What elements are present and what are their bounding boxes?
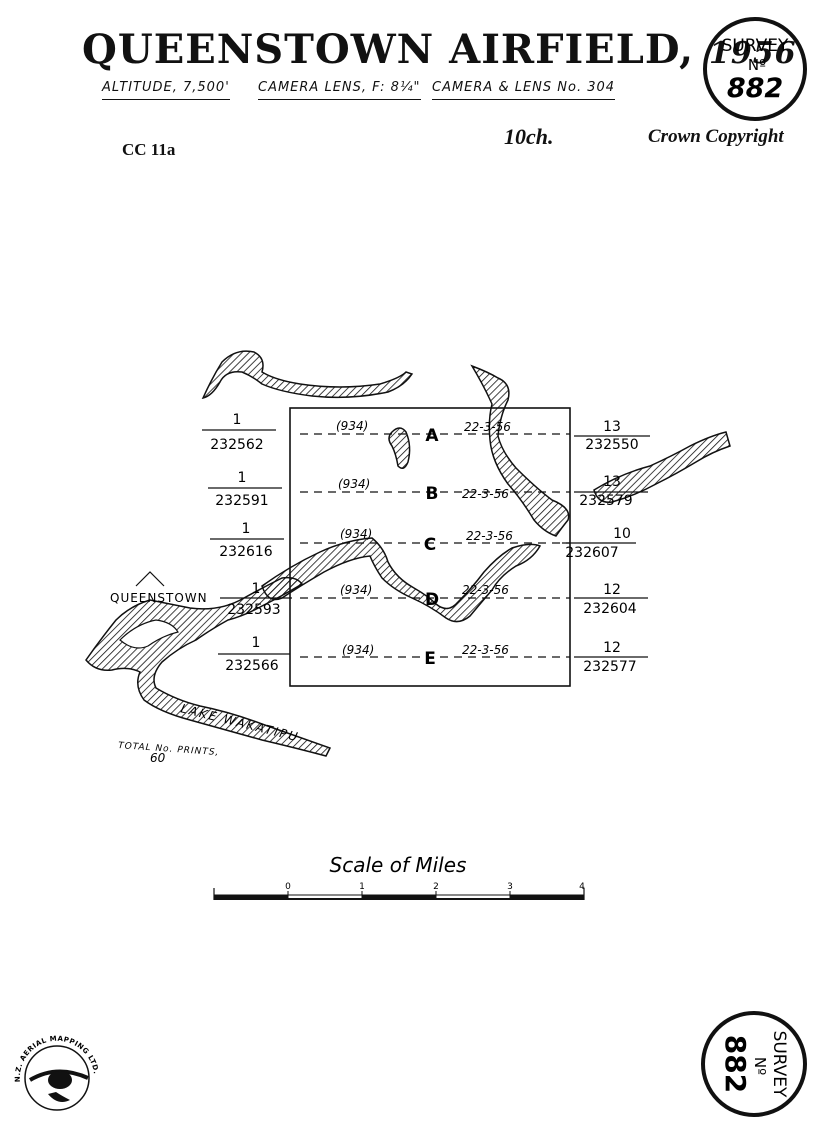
- left-print-a: 1: [233, 412, 242, 428]
- run-label-c: C: [424, 535, 436, 555]
- stamp2-top-text: SURVEY: [769, 1031, 789, 1098]
- scale-tick-0: 0: [285, 882, 291, 892]
- scale-bar: [213, 888, 585, 900]
- right-film-e: 232577: [583, 659, 636, 675]
- stamp2-number-text: 882: [719, 1035, 752, 1093]
- left-print-d: 1: [252, 581, 261, 597]
- total-prints-label: TOTAL No. PRINTS,: [118, 741, 220, 758]
- right-film-d: 232604: [583, 601, 637, 617]
- map-title: QUEENSTOWN AIRFIELD, 1956: [82, 26, 797, 73]
- right-print-a: 13: [603, 419, 621, 435]
- date-d: 22-3-56: [462, 583, 509, 597]
- terrain-east-ridge: [593, 431, 731, 503]
- left-print-e: 1: [252, 635, 261, 651]
- camera-lens-label: CAMERA LENS, F: 8¼": [258, 80, 421, 100]
- camera-number-label: CAMERA & LENS No. 304: [432, 80, 616, 100]
- terrain-top-ridge: [201, 350, 414, 400]
- left-fraction-bars: [202, 429, 292, 655]
- left-film-a: 232562: [210, 437, 263, 453]
- height-b: (934): [338, 477, 370, 491]
- date-e: 22-3-56: [462, 643, 509, 657]
- right-film-c: 232607: [565, 545, 618, 561]
- terrain-queenstown-inlet: [119, 619, 179, 649]
- run-label-b: B: [426, 484, 439, 504]
- scale-tick-1: 1: [359, 882, 365, 892]
- height-e: (934): [342, 643, 374, 657]
- scale-tick-4: 4: [579, 882, 585, 892]
- left-print-c: 1: [242, 521, 251, 537]
- title-year: 1956: [709, 36, 797, 71]
- right-film-b: 232579: [579, 493, 632, 509]
- right-film-a: 232550: [585, 437, 638, 453]
- run-label-d: D: [425, 590, 439, 610]
- left-print-b: 1: [238, 470, 247, 486]
- title-text: QUEENSTOWN AIRFIELD,: [82, 26, 695, 73]
- right-fraction-bars: [562, 435, 650, 658]
- altitude-label: ALTITUDE, 7,500': [102, 80, 230, 100]
- scale-tick-3: 3: [507, 882, 513, 892]
- total-prints-value: 60: [150, 751, 166, 765]
- scale-tick-2: 2: [433, 882, 439, 892]
- scale-mark: 10ch.: [504, 124, 554, 149]
- scale-title: Scale of Miles: [330, 853, 467, 877]
- coverage-box: [289, 407, 571, 687]
- right-print-b: 13: [603, 474, 621, 490]
- height-c: (934): [340, 527, 372, 541]
- survey-stamp-top: SURVEY Nº 882: [703, 17, 807, 121]
- terrain-hill-a: [388, 427, 411, 469]
- left-film-b: 232591: [215, 493, 268, 509]
- terrain-spur-c: [261, 537, 542, 623]
- left-film-d: 232593: [227, 602, 280, 618]
- run-label-e: E: [424, 649, 436, 669]
- stamp-top-text: SURVEY: [722, 36, 789, 56]
- date-b: 22-3-56: [462, 487, 509, 501]
- right-print-e: 12: [603, 640, 621, 656]
- run-label-a: A: [425, 426, 439, 446]
- date-c: 22-3-56: [466, 529, 513, 543]
- aerial-mapping-logo: N.Z. AERIAL MAPPING LTD.: [14, 1035, 100, 1111]
- stamp-middle-text: Nº: [748, 56, 766, 74]
- height-d: (934): [340, 583, 372, 597]
- stamp2-middle-text: Nº: [751, 1057, 769, 1075]
- right-print-d: 12: [603, 582, 621, 598]
- crown-copyright: Crown Copyright: [648, 126, 784, 147]
- left-film-c: 232616: [219, 544, 273, 560]
- stamp-number-text: 882: [727, 73, 783, 104]
- height-a: (934): [336, 419, 368, 433]
- flight-lines: [300, 433, 570, 658]
- terrain-river-east: [470, 364, 570, 537]
- right-print-c: 10: [613, 526, 631, 542]
- queenstown-label: QUEENSTOWN: [110, 591, 208, 605]
- survey-stamp-bottom: SURVEY Nº 882: [701, 1011, 807, 1117]
- date-a: 22-3-56: [464, 420, 511, 434]
- queenstown-marker: [135, 571, 165, 587]
- left-film-e: 232566: [225, 658, 279, 674]
- reference-code: CC 11a: [122, 140, 176, 159]
